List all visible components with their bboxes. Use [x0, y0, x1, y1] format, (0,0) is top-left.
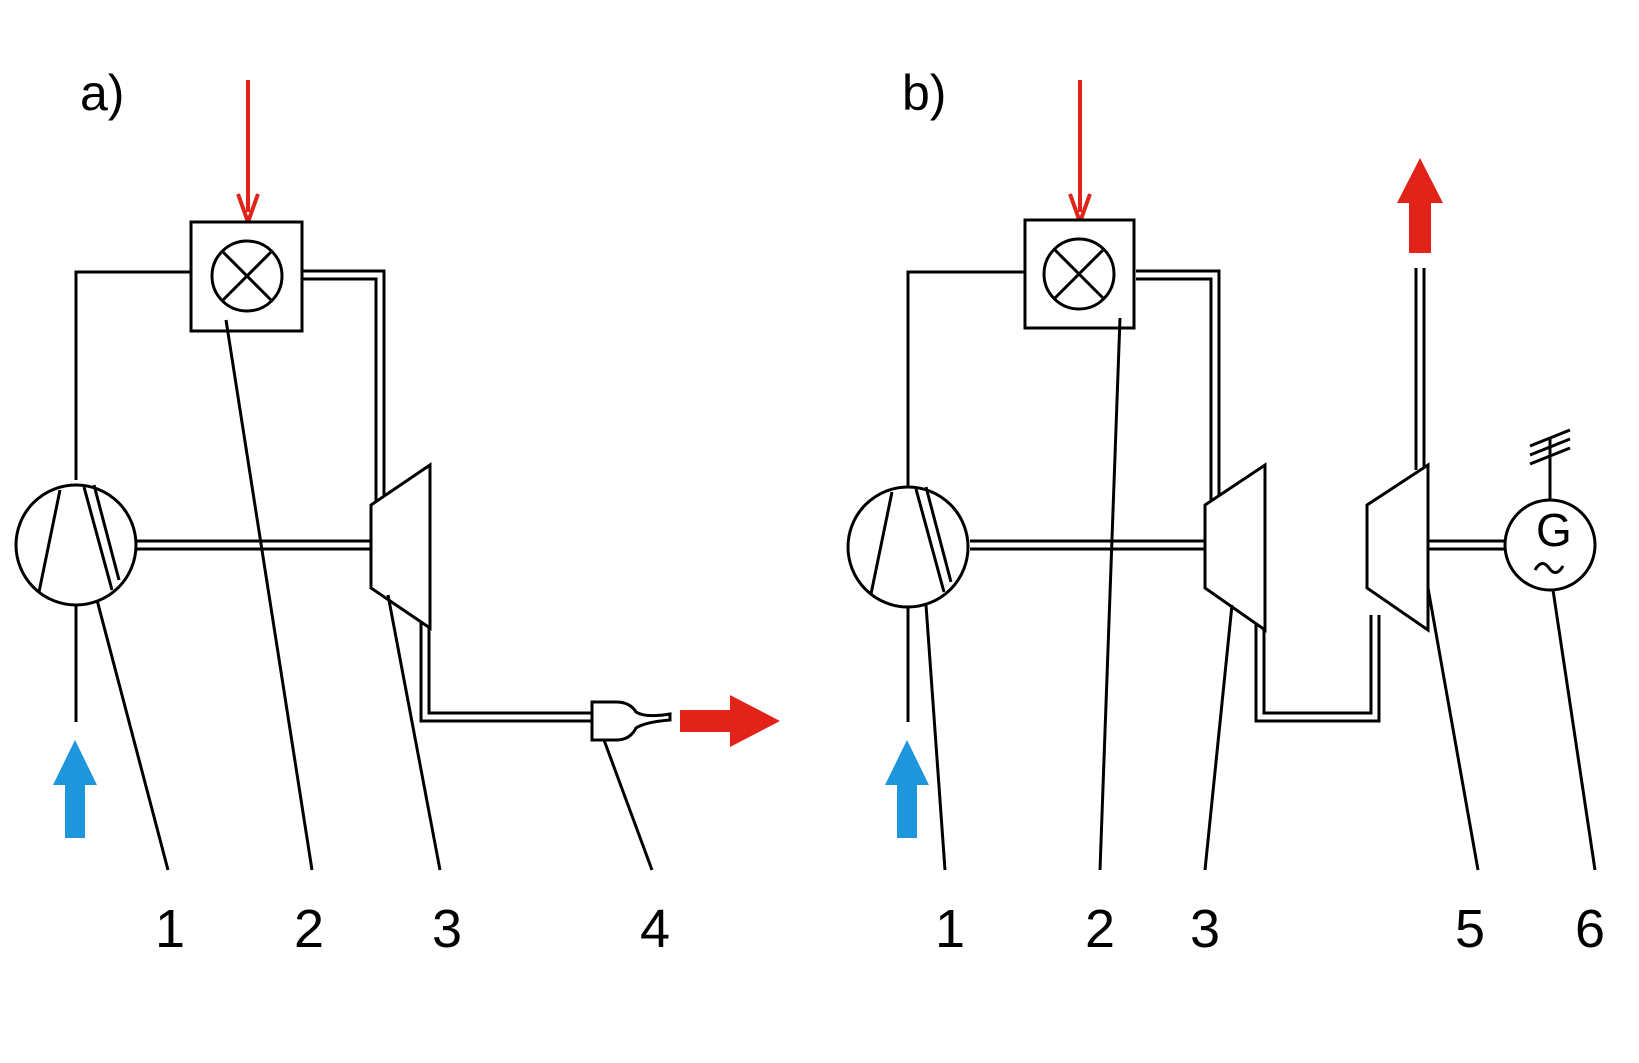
leader-1-b — [924, 604, 947, 871]
number-1-a: 1 — [155, 899, 185, 959]
air-inlet-arrow-a — [53, 740, 97, 838]
fuel-arrow-b — [1068, 80, 1092, 228]
air-pipe-b — [906, 270, 1025, 490]
leader-6-b — [1551, 589, 1597, 871]
panel-a-label: a) — [80, 65, 124, 121]
generator-b: G — [1503, 428, 1597, 592]
number-4-a: 4 — [640, 899, 670, 959]
leader-3-b — [1203, 604, 1234, 871]
leader-2-a — [224, 319, 314, 871]
number-3-a: 3 — [432, 899, 462, 959]
nozzle-a — [590, 700, 672, 742]
number-2-b: 2 — [1085, 899, 1115, 959]
exhaust-arrow-b — [1397, 158, 1443, 253]
compressor-a — [14, 483, 138, 607]
exhaust-arrow-a — [680, 695, 780, 747]
turbine-b — [1203, 462, 1267, 633]
leader-4-a — [602, 739, 654, 871]
air-pipe-a — [74, 270, 191, 480]
panel-a: a) — [14, 65, 780, 959]
gas-pipe-b — [1254, 615, 1381, 723]
leader-1-a — [95, 599, 170, 871]
number-2-a: 2 — [294, 899, 324, 959]
compressor-b — [846, 485, 970, 609]
number-3-b: 3 — [1190, 899, 1220, 959]
air-inlet-arrow-b — [885, 740, 929, 838]
leader-2-b — [1098, 317, 1122, 871]
number-1-b: 1 — [935, 899, 965, 959]
number-5-b: 5 — [1455, 899, 1485, 959]
fuel-arrow-a — [236, 80, 260, 228]
panel-b-label: b) — [902, 65, 946, 121]
panel-b: b) — [846, 65, 1605, 959]
turbine-a — [369, 462, 432, 631]
ac-symbol — [1533, 562, 1565, 574]
power-turbine-b — [1365, 462, 1430, 633]
exhaust-pipe-a — [419, 615, 592, 723]
number-6-b: 6 — [1575, 899, 1605, 959]
combustor-b — [1023, 218, 1136, 330]
generator-letter: G — [1536, 504, 1572, 556]
leader-3-a — [386, 594, 442, 871]
combustor-a — [189, 220, 304, 333]
hot-gas-pipe-a — [302, 269, 386, 525]
hot-gas-pipe-b — [1136, 269, 1221, 500]
leader-5-b — [1426, 587, 1480, 871]
